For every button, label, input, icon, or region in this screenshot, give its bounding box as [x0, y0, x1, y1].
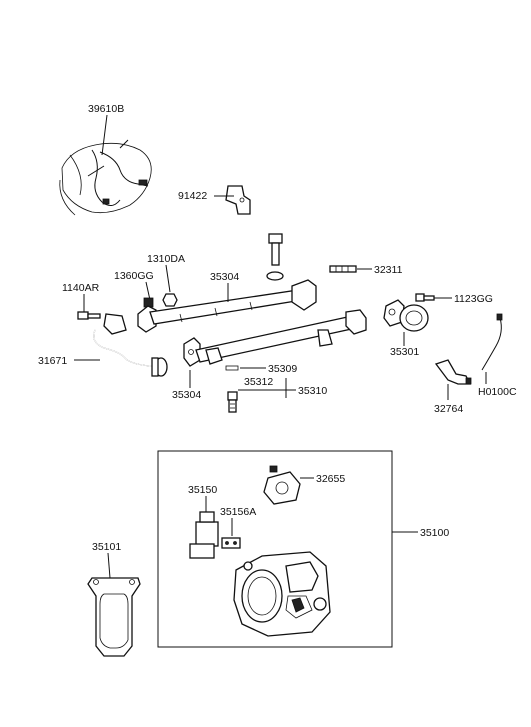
label-1140AR: 1140AR: [62, 282, 100, 294]
nut-1310DA: [162, 293, 178, 307]
fuel-rail-35304-lower: [183, 309, 367, 367]
label-35150: 35150: [188, 484, 217, 496]
gasket-35101: [87, 577, 141, 657]
bolt-1140AR: [77, 311, 101, 320]
label-35156A: 35156A: [220, 506, 256, 518]
label-39610B: 39610B: [88, 103, 124, 115]
hose-H0100C: [481, 313, 503, 371]
bracket-91422: [225, 185, 251, 215]
label-35309: 35309: [268, 363, 297, 375]
screw-1123GG: [415, 293, 435, 302]
label-32764: 32764: [434, 403, 463, 415]
label-31671: 31671: [38, 355, 67, 367]
fuel-rail-35304-upper: [137, 279, 317, 333]
gasket-35156A: [221, 537, 241, 549]
assembly-box-35100: [157, 450, 393, 648]
label-35304-upper: 35304: [210, 271, 239, 283]
label-32311: 32311: [374, 264, 403, 276]
leader-39610B: [101, 114, 108, 156]
pressure-regulator-35301: [383, 299, 429, 332]
label-1310DA: 1310DA: [147, 253, 185, 265]
bolt-center: [266, 233, 284, 281]
throttle-body: [233, 551, 331, 637]
stud-32311: [329, 265, 357, 273]
label-35304-lower: 35304: [172, 389, 201, 401]
fuel-pipe-31671: [93, 313, 168, 377]
label-1360GG: 1360GG: [114, 270, 154, 282]
label-1123GG: 1123GG: [454, 293, 493, 305]
leader-1360GG: [145, 281, 151, 301]
label-35301: 35301: [390, 346, 419, 358]
label-35101: 35101: [92, 541, 121, 553]
wiring-harness-39610B: [59, 139, 152, 216]
label-35310: 35310: [298, 385, 327, 397]
label-32655: 32655: [316, 473, 345, 485]
leader-35101: [107, 552, 111, 579]
throttle-position-sensor-32655: [263, 465, 301, 505]
idle-valve-35150: [189, 511, 219, 559]
leader-1310DA: [165, 264, 171, 293]
oring-35309: [225, 365, 239, 371]
bracket-32764: [434, 359, 472, 385]
sensor-35312: [227, 391, 238, 413]
label-91422: 91422: [178, 190, 207, 202]
label-H0100C: H0100C: [478, 386, 517, 398]
label-35100: 35100: [420, 527, 449, 539]
label-35312: 35312: [244, 376, 273, 388]
